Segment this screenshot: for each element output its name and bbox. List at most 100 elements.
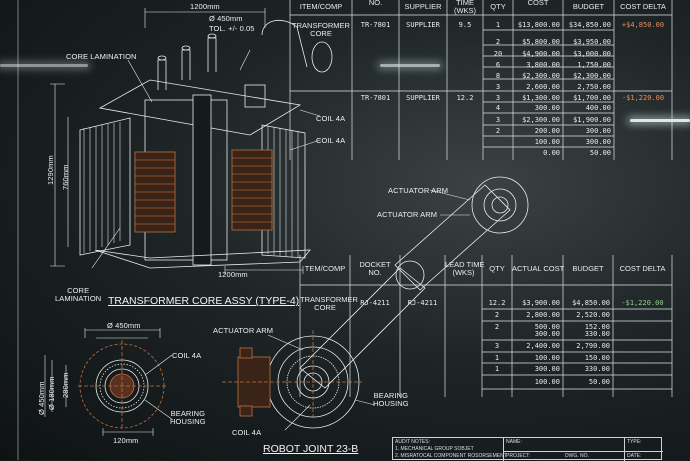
light-fixture <box>0 64 88 67</box>
name-field: NAME: <box>506 439 522 445</box>
table-cell: 6 <box>495 61 501 69</box>
table-cell: 1 <box>494 354 500 362</box>
table-cell: $2,300.00 <box>522 116 560 124</box>
table-cell: 300.00 <box>534 365 560 373</box>
table-cell: 2 <box>495 127 501 135</box>
table-cell: 200.00 <box>534 127 560 135</box>
table-cell: 300.00 <box>585 127 611 135</box>
dwg-no-field: DWG. NO. <box>565 453 589 459</box>
label-actuator-arm: ACTUATOR ARM <box>388 186 449 195</box>
table-cell: $1,700.00 <box>573 94 611 102</box>
type-field: TYPE: <box>627 439 642 445</box>
table-cell: 300.00 <box>585 138 611 146</box>
table-header: QTY <box>489 264 505 273</box>
dim-top: 1200mm <box>190 2 220 11</box>
table-header: SUPPLIER <box>404 2 442 11</box>
dim-vertical: Ø 450mm <box>37 381 46 415</box>
light-fixture <box>630 119 690 122</box>
table-cell: 8 <box>495 72 501 80</box>
table-cell: 2,790.00 <box>576 342 610 350</box>
table-cell: 0.00 <box>543 149 560 157</box>
cost-delta: -$1,220.00 <box>621 299 664 307</box>
table-header: COST DELTA <box>620 2 666 11</box>
table-header: TEM/COMP <box>304 264 346 273</box>
table-cell: SUPPLIER <box>406 21 440 29</box>
dim-bottom: 1200mm <box>218 270 248 279</box>
table-cell: TR-7801 <box>360 21 391 29</box>
table-cell: $4,850.00 <box>572 299 610 307</box>
cost-delta: -$1,220.00 <box>621 94 665 102</box>
table-cell: 20 <box>493 50 503 58</box>
cost-delta: +$4,850.00 <box>621 21 665 29</box>
table-cell: 50.00 <box>588 378 610 386</box>
divider <box>503 451 663 452</box>
table-cell: $4,900.00 <box>522 50 560 58</box>
item-name: TRANSFORMER CORE <box>300 295 358 312</box>
tolerance: TOL. +/- 0.05 <box>209 24 255 33</box>
label-bearing-housing: BEARING HOUSING <box>170 409 206 426</box>
table-cell: $5,800.00 <box>522 38 560 46</box>
audit-note: 1. MECHANICAL GROUP SOBJET <box>395 446 474 452</box>
table-cell: 2,520.00 <box>576 311 610 319</box>
transformer-drawing <box>50 8 333 274</box>
table-cell: 150.00 <box>584 354 610 362</box>
table-cell: RJ-4211 <box>360 299 390 307</box>
divider <box>503 438 504 461</box>
table-header: ACTUAL COST <box>512 264 565 273</box>
label-coil: COIL 4A <box>316 136 346 145</box>
table-header: COST <box>527 0 549 7</box>
label-actuator-arm: ACTUATOR ARM <box>377 210 438 219</box>
table-cell: 2 <box>494 311 500 319</box>
table-cell: $3,000.00 <box>573 50 611 58</box>
label-coil: COIL 4A <box>232 428 262 437</box>
dim-diameter: Ø 450mm <box>107 321 141 330</box>
label-coil: COIL 4A <box>172 351 202 360</box>
label-coil: COIL 4A <box>316 114 346 123</box>
table-cell: 152.00 330.00 <box>584 323 610 339</box>
table-cell: 2,400.00 <box>526 342 560 350</box>
divider <box>624 438 625 461</box>
table-header: NO. <box>368 0 383 7</box>
table-cell: $3,950.00 <box>573 38 611 46</box>
dim-vertical: Ø 180mm <box>47 376 56 410</box>
audit-notes: AUDIT NOTES: <box>395 439 430 445</box>
robot-title: ROBOT JOINT 23-B <box>263 443 359 455</box>
table-cell: 3,800.00 <box>526 61 560 69</box>
table-header: QTY <box>490 2 506 11</box>
table-header: BUDGET <box>572 264 604 273</box>
table-header: DOCKET NO. <box>359 260 391 277</box>
table-cell: RJ-4211 <box>407 299 438 307</box>
table-header: BUDGET <box>572 2 605 11</box>
table-cell: SUPPLIER <box>406 94 440 102</box>
label-bearing-housing: BEARING HOUSING <box>373 391 409 408</box>
table-cell: 500.00 300.00 <box>534 323 560 339</box>
table-cell: $13,800.00 <box>517 21 560 29</box>
table-cell: 50.00 <box>589 149 611 157</box>
bushing-icons <box>157 33 217 90</box>
project-field: PROJECT: <box>506 453 531 459</box>
table-cell: $2,300.00 <box>573 72 611 80</box>
table-cell: $2,300.00 <box>522 72 560 80</box>
table-header: LEAD TIME (WKS) <box>445 260 485 277</box>
table-cell: 300.00 <box>534 104 560 112</box>
title-block: AUDIT NOTES: 1. MECHANICAL GROUP SOBJET … <box>392 437 663 461</box>
table-cell: 3 <box>495 83 501 91</box>
table-cell: 400.00 <box>585 104 611 112</box>
table-header: TIME (WKS) <box>453 0 477 15</box>
table-cell: 100.00 <box>534 378 560 386</box>
table-cell: 2 <box>495 38 501 46</box>
section-view-drawing <box>44 328 174 436</box>
table-cell: 3 <box>495 94 501 102</box>
date-field: DATE: <box>627 453 642 459</box>
table-cell: 2,800.00 <box>526 311 560 319</box>
dim-diameter: Ø 450mm <box>209 14 243 23</box>
item-name: TRANSFORMER CORE <box>292 21 350 38</box>
table-cell: 100.00 <box>534 354 560 362</box>
table-cell: $1,300.00 <box>522 94 560 102</box>
table-cell: 330.00 <box>584 365 610 373</box>
label-core-lamination: CORE LAMINATION <box>66 52 137 61</box>
table-cell: 12.2 <box>488 299 506 307</box>
table-cell: 1 <box>494 365 500 373</box>
dim-height: 1290mm <box>46 155 55 185</box>
